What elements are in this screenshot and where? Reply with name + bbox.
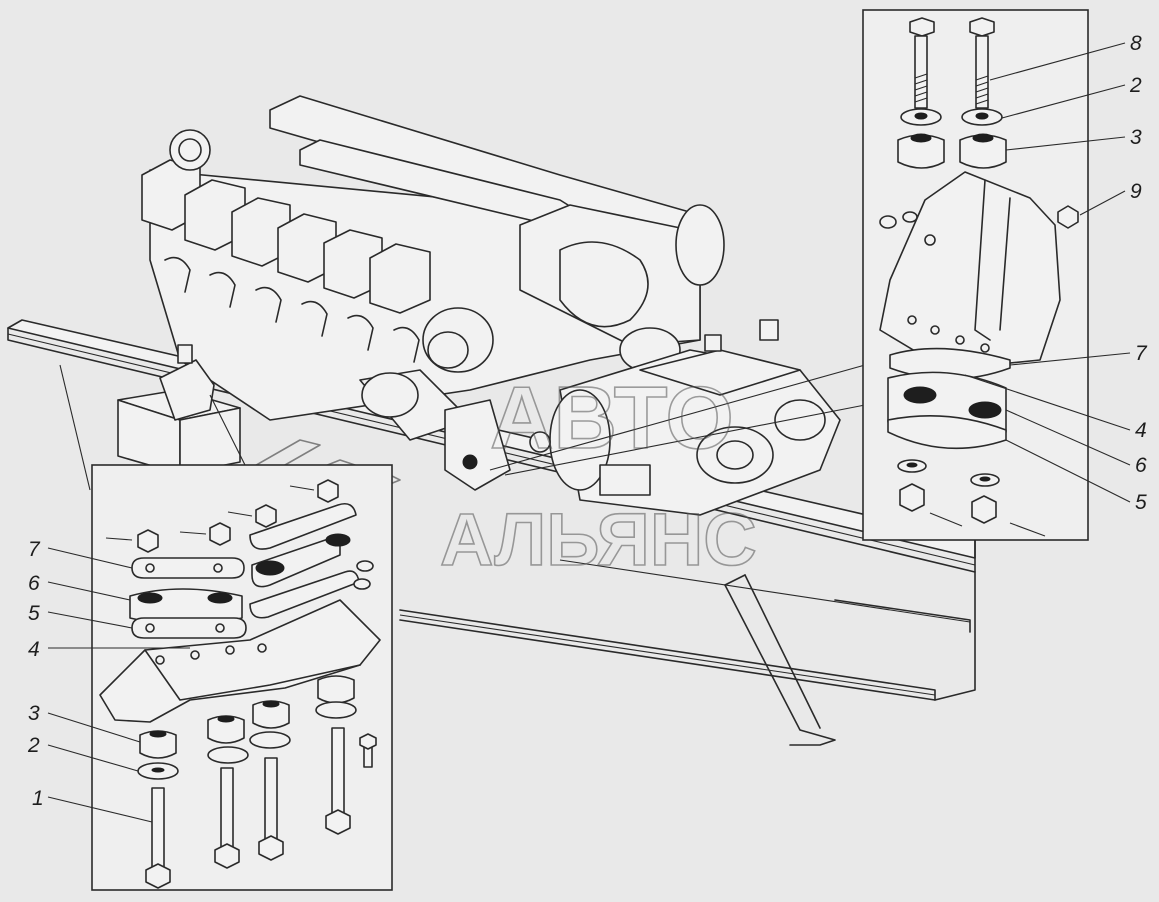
front-mount-bracket — [99, 599, 381, 723]
front-callout-4: 4 — [28, 638, 40, 661]
front-mount-inset — [47, 464, 393, 891]
rear-leaders — [964, 42, 1131, 503]
rear-callout-6: 6 — [1135, 454, 1147, 477]
cylinder-head-covers — [141, 159, 431, 314]
watermark-line1: АВТО — [490, 368, 734, 467]
front-callout-3: 3 — [28, 702, 40, 725]
front-bolts — [145, 727, 377, 889]
rear-mount-bracket — [879, 171, 1061, 366]
front-callout-6: 6 — [28, 572, 40, 595]
watermark: АВТО АЛЬЯНС — [189, 367, 758, 582]
front-callout-5: 5 — [28, 602, 40, 625]
rear-bolt-right — [969, 17, 995, 109]
rear-bolt-left — [909, 17, 935, 109]
rear-callout-4: 4 — [1135, 419, 1147, 442]
rear-callout-9: 9 — [1130, 180, 1142, 203]
rear-callout-2: 2 — [1129, 74, 1142, 97]
front-callout-7: 7 — [28, 538, 41, 561]
front-callout-1: 1 — [32, 787, 44, 810]
engine-block — [141, 95, 725, 441]
frame-crossmember — [724, 574, 836, 746]
rear-callout-8: 8 — [1130, 32, 1142, 55]
rear-callouts: 8 2 3 9 7 4 6 5 — [1129, 32, 1148, 514]
rear-callout-3: 3 — [1130, 126, 1142, 149]
inset-leader-lines — [59, 364, 866, 491]
front-callouts: 7 6 5 4 3 2 1 — [27, 538, 44, 810]
rear-callout-7: 7 — [1135, 342, 1148, 365]
front-bracket — [159, 344, 215, 421]
front-nuts-top — [105, 479, 339, 553]
rear-mount-inset — [862, 9, 1131, 541]
front-callout-2: 2 — [27, 734, 40, 757]
rear-callout-5: 5 — [1135, 491, 1147, 514]
exhaust-ports — [164, 256, 420, 363]
watermark-line2: АЛЬЯНС — [440, 498, 757, 581]
front-leaders — [47, 547, 190, 823]
